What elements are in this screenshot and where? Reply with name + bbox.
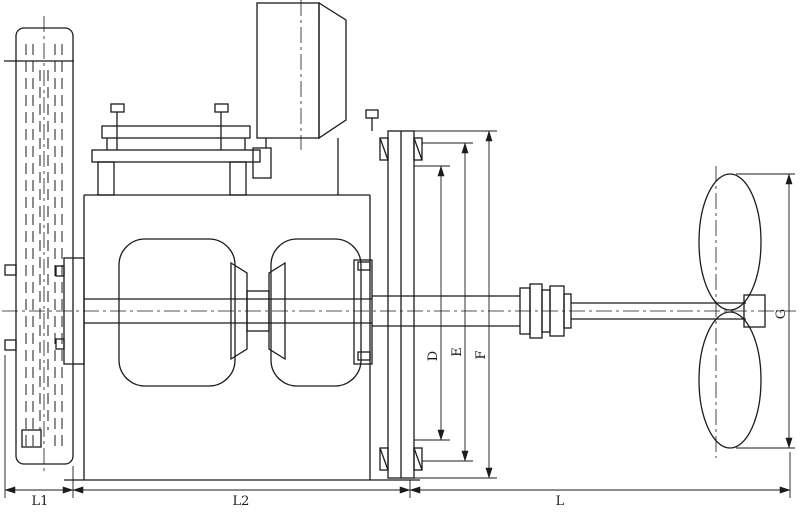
motor-mounting-bracket — [91, 103, 261, 196]
mechanical-seal — [519, 283, 572, 339]
centerlines — [2, 0, 796, 474]
electric-motor — [252, 1, 347, 195]
dim-label-d: D — [426, 351, 441, 361]
dimension-flange-def: D E F — [414, 130, 497, 479]
dimension-bottom-lengths: L1 L2 L — [4, 355, 791, 509]
belt-pulley-guard — [4, 27, 74, 465]
pulley-hidden-lines — [25, 44, 63, 450]
bearing-housing — [64, 194, 420, 481]
dimension-propeller-g: G — [736, 173, 795, 449]
dim-label-e: E — [450, 347, 465, 357]
dim-label-g: G — [774, 309, 789, 319]
dim-label-l2: L2 — [233, 494, 250, 509]
propeller — [698, 173, 766, 449]
tank-mounting-flange — [365, 109, 423, 479]
dim-label-l: L — [556, 494, 565, 509]
dim-label-l1: L1 — [32, 494, 49, 509]
dim-label-f: F — [474, 350, 489, 359]
